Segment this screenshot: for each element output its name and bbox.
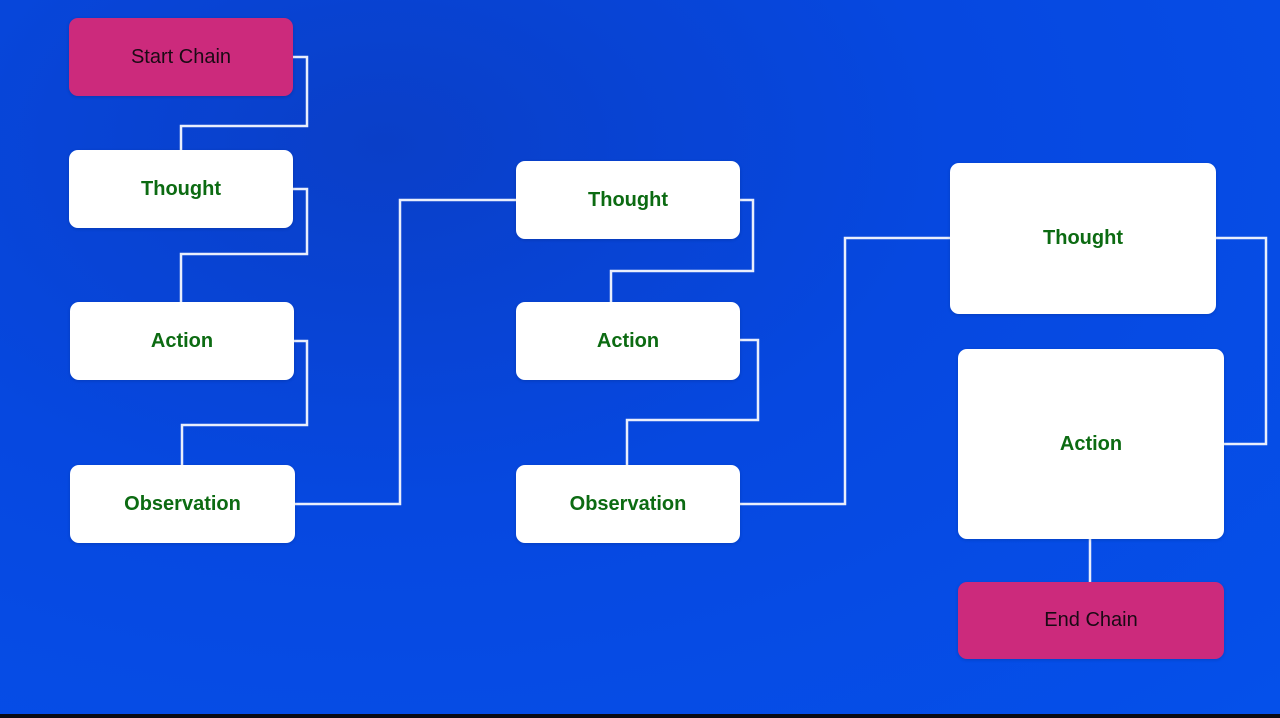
action-node-1: Action	[70, 302, 294, 380]
end-chain-node: End Chain	[958, 582, 1224, 659]
connector-observation-2-to-thought-3	[740, 236, 950, 506]
connector-thought-3-to-action-3	[1216, 236, 1268, 446]
action-node-3: Action	[958, 349, 1224, 539]
thought-node-3: Thought	[950, 163, 1216, 314]
observation-node-1: Observation	[70, 465, 295, 543]
start-chain-node: Start Chain	[69, 18, 293, 96]
connector-thought-1-to-action-1	[179, 187, 309, 302]
thought-node-1: Thought	[69, 150, 293, 228]
connector-thought-2-to-action-2	[609, 198, 755, 302]
connector-action-1-to-observation-1	[180, 339, 309, 465]
connector-observation-1-to-thought-2	[295, 198, 516, 506]
connector-start-to-thought-1	[179, 55, 309, 150]
observation-node-2: Observation	[516, 465, 740, 543]
thought-node-2: Thought	[516, 161, 740, 239]
bottom-edge-bar	[0, 714, 1280, 718]
connector-action-2-to-observation-2	[625, 338, 760, 465]
action-node-2: Action	[516, 302, 740, 380]
